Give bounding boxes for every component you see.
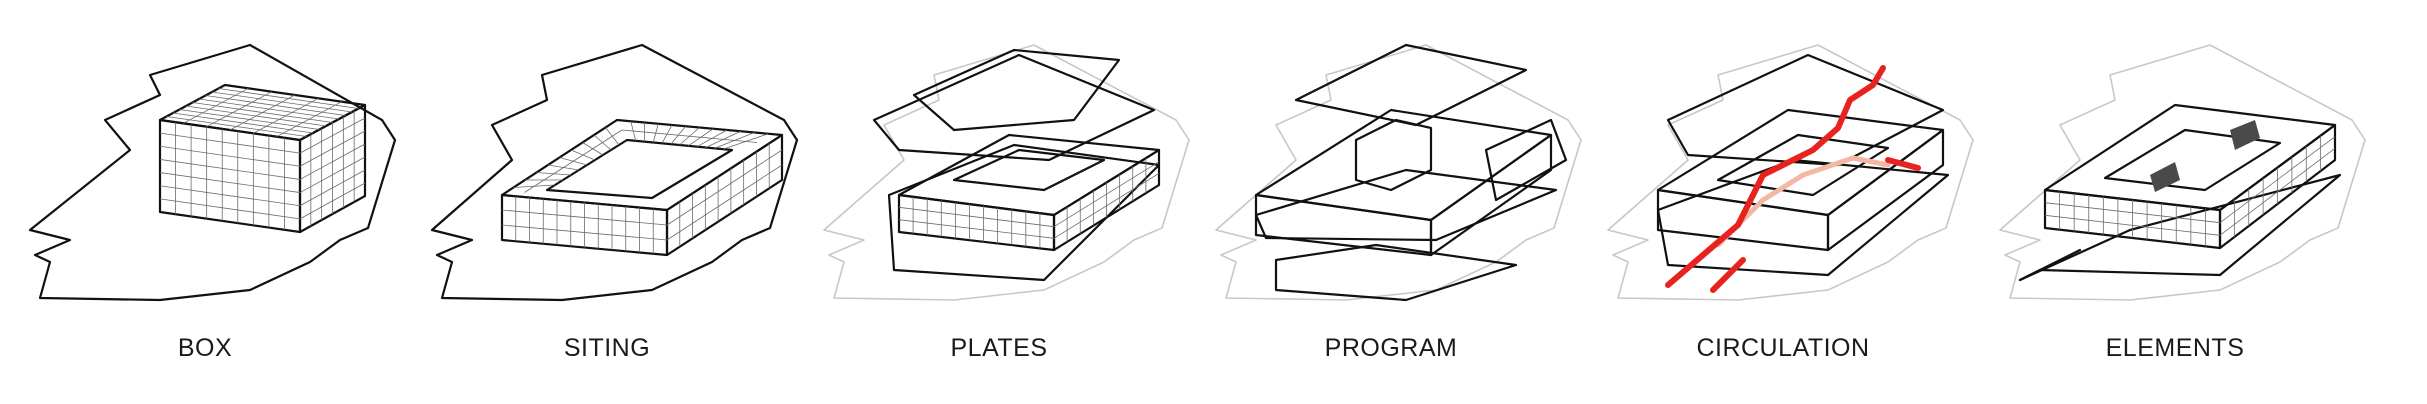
panel-program: PROGRAM xyxy=(1196,0,1586,404)
program-upper-volume xyxy=(1294,43,1528,127)
program-drawing xyxy=(1215,43,1582,302)
site-outline-faint xyxy=(1607,44,1974,301)
site-outline xyxy=(430,43,799,302)
program-right-volume xyxy=(1484,118,1568,202)
program-main-side xyxy=(1429,133,1553,257)
program-main-front xyxy=(1254,193,1433,257)
step-label-siting: SITING xyxy=(563,334,651,362)
panel-plates: PLATES xyxy=(804,0,1194,404)
panel-elements: ELEMENTS xyxy=(1980,0,2370,404)
box-front xyxy=(158,118,302,234)
panel-circulation: CIRCULATION xyxy=(1588,0,1978,404)
circulation-path-faded xyxy=(1715,155,1891,248)
stair-element-right xyxy=(2230,120,2260,150)
siting-drawing xyxy=(430,43,799,302)
courtyard-hole xyxy=(545,138,734,200)
plates-drawing xyxy=(823,44,1190,301)
stair-element-left xyxy=(2150,162,2180,192)
circulation-branch xyxy=(1710,257,1746,293)
circulation-branch-right xyxy=(1885,157,1921,171)
panel-box: BOX xyxy=(10,0,400,404)
plate-mid-hole xyxy=(952,148,1106,192)
box-grid xyxy=(159,87,366,230)
plate-top xyxy=(912,48,1121,132)
program-base-plate xyxy=(1254,168,1558,242)
step-label-program: PROGRAM xyxy=(1324,334,1458,362)
circ-main-side xyxy=(1826,128,1945,252)
step-label-box: BOX xyxy=(177,334,233,362)
circulation-path xyxy=(1665,65,1886,288)
panel-siting: SITING xyxy=(412,0,802,404)
site-outline-faint xyxy=(823,44,1190,301)
step-label-plates: PLATES xyxy=(950,334,1048,362)
program-tower xyxy=(1354,118,1433,192)
circ-courtyard xyxy=(1716,133,1890,197)
step-label-circulation: CIRCULATION xyxy=(1696,334,1870,362)
ground-edge xyxy=(2018,248,2082,282)
elements-courtyard xyxy=(2103,128,2282,192)
circ-upper-plate xyxy=(1666,53,1945,167)
plate-upper xyxy=(872,53,1156,162)
courtyard-block xyxy=(500,118,784,257)
elements-drawing xyxy=(1999,44,2366,301)
site-outline-faint xyxy=(1999,44,2366,301)
box-drawing xyxy=(28,43,397,302)
program-lower-volume xyxy=(1274,243,1518,302)
site-outline-faint xyxy=(1215,44,1582,301)
site-outline xyxy=(28,43,397,302)
circulation-drawing xyxy=(1607,44,1974,301)
ring-side xyxy=(665,133,784,257)
box-volume xyxy=(158,83,367,234)
step-label-elements: ELEMENTS xyxy=(2105,334,2245,362)
plate-bottom xyxy=(887,143,1161,282)
